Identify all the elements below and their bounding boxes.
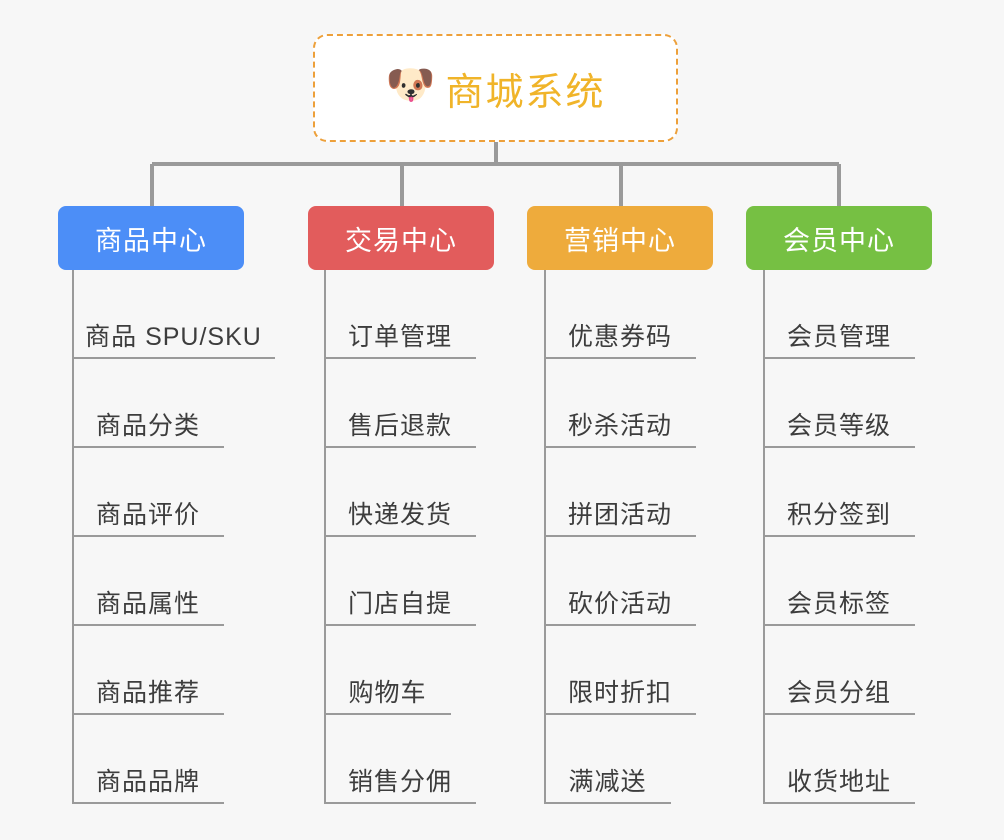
leaf-label: 秒杀活动: [567, 412, 672, 440]
root-node[interactable]: 🐶 商城系统: [313, 34, 678, 142]
leaf-label: 购物车: [348, 679, 427, 707]
category-box-营销中心[interactable]: 营销中心: [527, 206, 713, 270]
leaf-label: 销售分佣: [347, 768, 452, 796]
column-spine: [544, 270, 546, 804]
leaf-label: 商品 SPU/SKU: [85, 323, 262, 351]
column-spine: [324, 270, 326, 804]
leaf-label: 门店自提: [347, 590, 452, 618]
leaf-label: 积分签到: [786, 501, 891, 529]
leaf-item[interactable]: 门店自提: [324, 537, 476, 626]
leaf-label: 会员等级: [786, 412, 891, 440]
category-box-商品中心[interactable]: 商品中心: [58, 206, 244, 270]
leaf-item[interactable]: 会员分组: [763, 626, 915, 715]
leaf-item[interactable]: 购物车: [324, 626, 451, 715]
leaf-label: 收货地址: [786, 768, 891, 796]
category-label: 营销中心: [564, 225, 676, 256]
leaf-label: 快递发货: [347, 501, 452, 529]
leaf-item[interactable]: 优惠券码: [544, 270, 696, 359]
column-spine: [763, 270, 765, 804]
leaf-item[interactable]: 售后退款: [324, 359, 476, 448]
leaf-item[interactable]: 商品推荐: [72, 626, 224, 715]
leaf-item[interactable]: 会员等级: [763, 359, 915, 448]
leaf-item[interactable]: 拼团活动: [544, 448, 696, 537]
leaf-item[interactable]: 销售分佣: [324, 715, 476, 804]
leaf-label: 砍价活动: [567, 590, 672, 618]
leaf-label: 商品属性: [95, 590, 200, 618]
leaf-label: 拼团活动: [567, 501, 672, 529]
leaf-label: 会员管理: [786, 323, 891, 351]
leaf-item[interactable]: 秒杀活动: [544, 359, 696, 448]
leaf-label: 优惠券码: [567, 323, 672, 351]
leaf-item[interactable]: 满减送: [544, 715, 671, 804]
leaf-item[interactable]: 积分签到: [763, 448, 915, 537]
leaf-item[interactable]: 会员管理: [763, 270, 915, 359]
root-title: 商城系统: [445, 71, 606, 114]
leaf-label: 售后退款: [347, 412, 452, 440]
leaf-item[interactable]: 快递发货: [324, 448, 476, 537]
category-box-会员中心[interactable]: 会员中心: [746, 206, 932, 270]
leaf-item[interactable]: 商品评价: [72, 448, 224, 537]
column-spine: [72, 270, 74, 804]
leaf-item[interactable]: 商品属性: [72, 537, 224, 626]
leaf-item[interactable]: 收货地址: [763, 715, 915, 804]
leaf-label: 商品品牌: [95, 768, 200, 796]
leaf-label: 限时折扣: [567, 679, 672, 707]
leaf-label: 商品推荐: [95, 679, 200, 707]
leaf-item[interactable]: 会员标签: [763, 537, 915, 626]
leaf-item[interactable]: 订单管理: [324, 270, 476, 359]
leaf-item[interactable]: 商品分类: [72, 359, 224, 448]
leaf-label: 会员标签: [786, 590, 891, 618]
category-label: 商品中心: [95, 225, 207, 256]
category-label: 会员中心: [783, 225, 895, 256]
leaf-item[interactable]: 商品品牌: [72, 715, 224, 804]
leaf-label: 商品评价: [95, 501, 200, 529]
leaf-label: 商品分类: [95, 412, 200, 440]
leaf-item[interactable]: 商品 SPU/SKU: [72, 270, 275, 359]
shiba-dog-face-icon: 🐶: [385, 63, 436, 107]
leaf-label: 会员分组: [786, 679, 891, 707]
category-label: 交易中心: [345, 225, 457, 256]
leaf-label: 订单管理: [347, 323, 452, 351]
leaf-item[interactable]: 限时折扣: [544, 626, 696, 715]
leaf-item[interactable]: 砍价活动: [544, 537, 696, 626]
leaf-label: 满减送: [568, 768, 647, 796]
category-box-交易中心[interactable]: 交易中心: [308, 206, 494, 270]
